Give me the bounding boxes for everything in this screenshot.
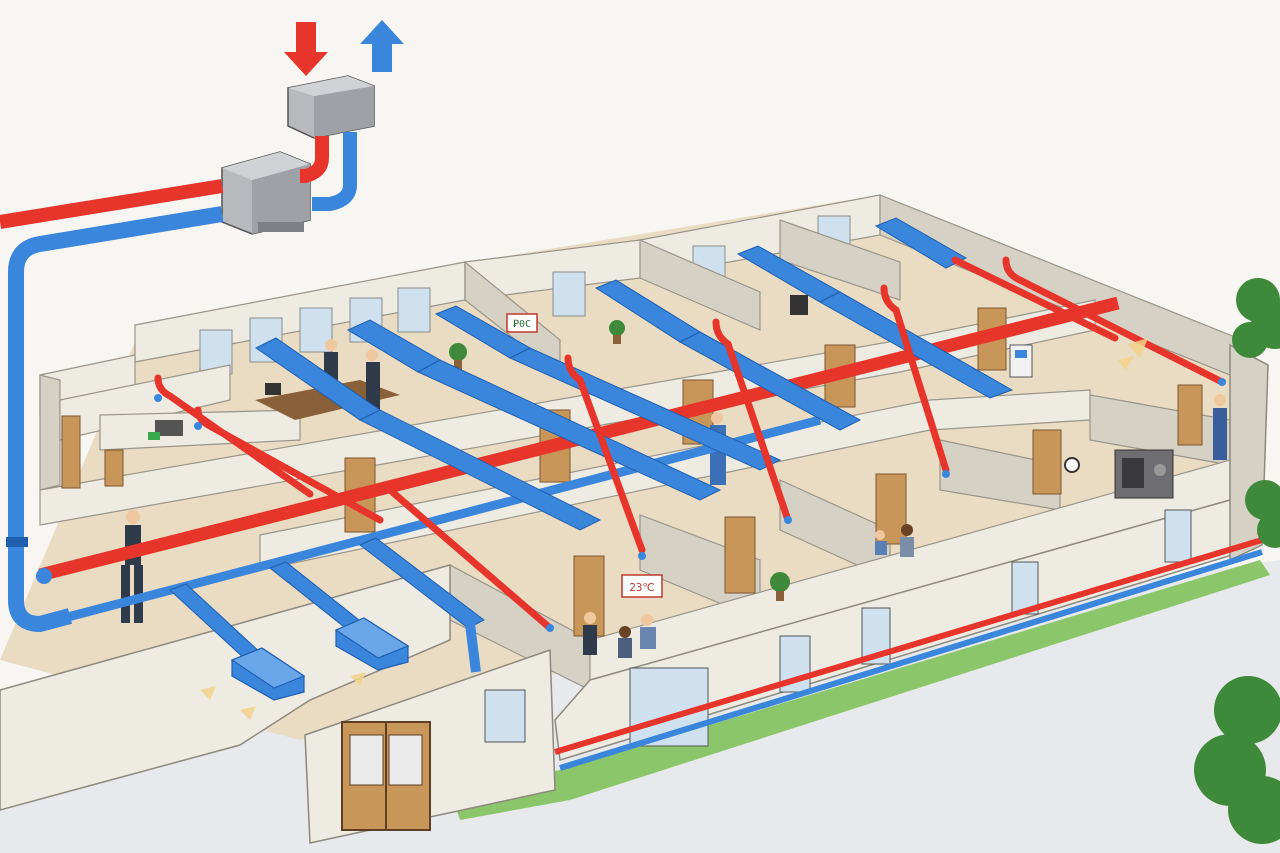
door (573, 555, 605, 637)
window (1164, 509, 1192, 563)
person (1213, 394, 1227, 460)
supply-trunk-cap (36, 568, 52, 584)
door (61, 415, 81, 489)
thermostat-left-reading: Ꝑ0C (513, 319, 531, 330)
duct-collar (6, 537, 28, 547)
window (484, 689, 526, 743)
person (618, 626, 632, 658)
door (1032, 429, 1062, 495)
plant (770, 572, 790, 601)
plant (609, 320, 625, 344)
desk-monitor (155, 420, 183, 436)
plant (449, 343, 467, 370)
return-riser (312, 132, 357, 211)
thermostat-office-reading: 23℃ (629, 581, 655, 594)
supply-diffusers (230, 617, 410, 701)
trees (1194, 278, 1280, 844)
safe-cabinet (1114, 449, 1174, 499)
front-outer-wall-left (0, 564, 451, 811)
front-windows (484, 509, 1192, 747)
supply-riser (300, 136, 329, 183)
return-branch-ducts (169, 217, 1014, 661)
return-trunk (62, 415, 822, 623)
return-drop (465, 623, 481, 673)
grass-strip (450, 560, 1270, 820)
person (583, 612, 597, 655)
person (366, 349, 380, 412)
green-box (148, 432, 160, 440)
supply-outlets (154, 378, 1226, 632)
window (1011, 561, 1039, 615)
window (552, 271, 586, 317)
entrance-door (341, 721, 431, 831)
window (397, 287, 431, 333)
wall-clock (1064, 457, 1080, 473)
door (724, 516, 756, 594)
main-air-handler (221, 151, 311, 235)
return-main-feed (8, 206, 224, 633)
down-arrow-icon (284, 22, 328, 76)
thermostat-left: Ꝑ0C (506, 313, 538, 333)
person (640, 614, 656, 649)
rooftop-air-handler (287, 75, 375, 139)
supply-main-feed (0, 179, 224, 229)
plants (449, 320, 790, 601)
tv-screen (790, 295, 808, 315)
desk-monitor (265, 383, 281, 395)
up-arrow-icon (360, 20, 404, 72)
perimeter-return-duct (559, 549, 1263, 771)
tree (1245, 480, 1280, 548)
front-outer-wall (554, 499, 1233, 761)
conference-table (255, 380, 400, 420)
person (875, 530, 887, 555)
tree (1194, 676, 1280, 844)
door (1177, 384, 1203, 446)
supply-branch-ducts (154, 256, 1226, 632)
person (900, 524, 914, 557)
perimeter-supply-duct (554, 537, 1263, 755)
water-cooler (1009, 344, 1033, 378)
tree (1232, 278, 1280, 358)
door (104, 449, 124, 487)
airflow-icon (200, 338, 1148, 720)
thermostat-office: 23℃ (621, 574, 663, 598)
furniture (148, 295, 1174, 499)
